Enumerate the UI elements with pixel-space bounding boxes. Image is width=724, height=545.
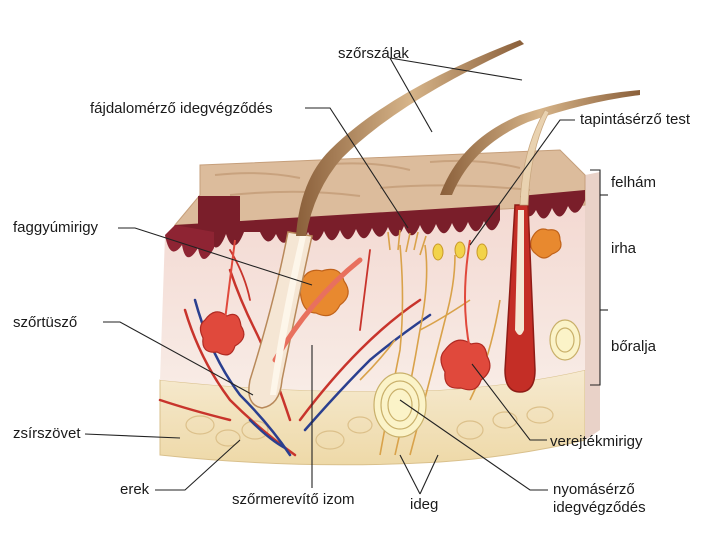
label-sebaceous-gland: faggyúmirigy xyxy=(13,219,99,236)
left-edge-bumps xyxy=(165,225,214,259)
label-vessels: erek xyxy=(120,481,150,498)
label-layer-epidermis: felhám xyxy=(611,174,657,191)
hair-shaft-2 xyxy=(440,90,640,195)
side-face xyxy=(585,172,600,440)
hair-shaft-main-inner xyxy=(270,236,306,395)
label-fat-tissue: zsírszövet xyxy=(13,425,81,442)
label-touch-corpuscle: tapintásérző test xyxy=(580,111,691,128)
dermal-papillae-right xyxy=(520,190,585,219)
sweat-glands xyxy=(199,311,491,391)
hair-root-right xyxy=(515,210,524,335)
label-layer-dermis: irha xyxy=(611,240,637,257)
label-pain-nerve-ending: fájdalomérző idegvégződés xyxy=(90,100,273,117)
label-sweat-gland: verejtékmirigy xyxy=(550,433,643,450)
tactile-corpuscles xyxy=(432,241,488,261)
fat-cells xyxy=(185,406,554,450)
label-hair-shafts: szőrszálak xyxy=(338,45,409,62)
dermal-papillae xyxy=(175,205,500,248)
layer-brackets xyxy=(590,169,608,386)
label-pressure-nerve-ending-1: nyomásérző xyxy=(553,481,635,498)
pain-nerve-endings xyxy=(387,229,427,256)
label-pressure-nerve-ending-2: idegvégződés xyxy=(553,499,646,516)
label-nerve: ideg xyxy=(410,496,439,513)
leader-lines xyxy=(84,57,575,495)
epidermis-creases xyxy=(214,159,531,197)
label-arrector-muscle: szőrmerevítő izom xyxy=(232,491,355,508)
sweat-ducts xyxy=(224,239,471,351)
label-layer-subcutis: bőralja xyxy=(611,338,657,355)
label-hair-follicle: szőrtüsző xyxy=(13,314,78,331)
pressure-corpuscle xyxy=(373,319,581,438)
